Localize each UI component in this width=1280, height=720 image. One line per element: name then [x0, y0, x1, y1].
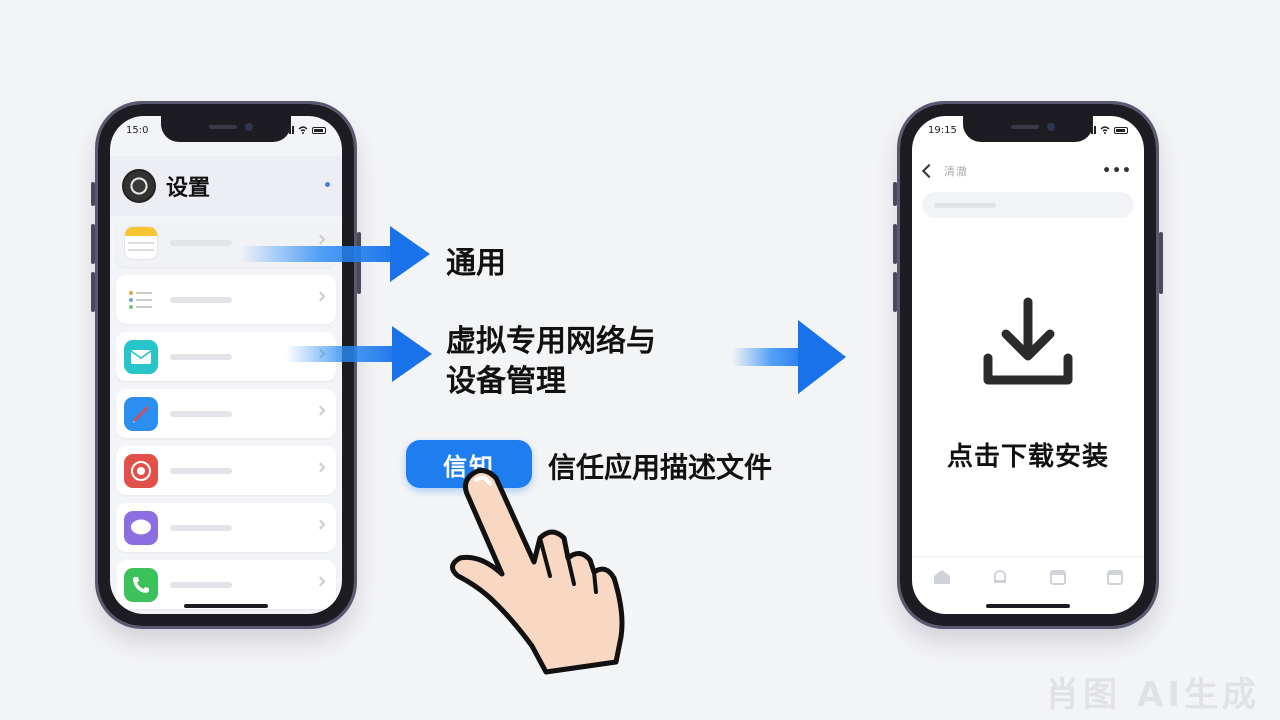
- side-button: [893, 272, 897, 312]
- step-trust-label: 信任应用描述文件: [548, 451, 773, 484]
- tab-bar: [912, 556, 1144, 596]
- download-area[interactable]: 点击下载安装: [912, 296, 1144, 473]
- gear-icon: [122, 169, 156, 203]
- download-caption: 点击下载安装: [946, 442, 1109, 472]
- box-icon[interactable]: [1106, 568, 1124, 586]
- row-placeholder: [170, 353, 232, 360]
- row-placeholder: [170, 581, 232, 588]
- app-circle-icon: [124, 453, 158, 488]
- home-icon[interactable]: [932, 568, 952, 586]
- side-button: [91, 182, 95, 206]
- download-icon: [983, 297, 1073, 385]
- right-phone-screen: 19:15 清澈 ••• 点击下载安装: [912, 116, 1144, 614]
- side-button: [91, 272, 95, 312]
- row-placeholder: [170, 296, 232, 303]
- status-time: 15:0: [126, 124, 149, 136]
- list-icon: [124, 282, 158, 317]
- settings-row-circle-app[interactable]: [116, 446, 336, 495]
- power-button: [357, 232, 361, 294]
- settings-title: 设置: [166, 176, 211, 201]
- chat-bubble-icon: [124, 510, 158, 545]
- side-button: [91, 224, 95, 264]
- row-placeholder: [170, 467, 232, 474]
- step-vpn-line2: 设备管理: [446, 364, 566, 399]
- notch: [963, 116, 1093, 142]
- row-placeholder: [170, 410, 232, 417]
- bell-icon[interactable]: [991, 568, 1009, 586]
- side-button: [893, 224, 897, 264]
- arrow-right-icon: [240, 226, 430, 282]
- watermark: 肖图 AI生成: [1045, 675, 1260, 715]
- arrow-right-icon: [286, 326, 432, 382]
- row-placeholder: [170, 524, 232, 531]
- step-general-label: 通用: [446, 246, 506, 281]
- row-placeholder: [170, 239, 232, 246]
- left-phone-screen: 15:0 设置: [110, 116, 342, 614]
- settings-list: [116, 218, 336, 614]
- settings-row-messages[interactable]: [116, 503, 336, 552]
- status-time: 19:15: [928, 124, 957, 136]
- edit-icon[interactable]: [325, 182, 330, 187]
- box-icon[interactable]: [1049, 568, 1067, 586]
- search-bar[interactable]: [922, 192, 1134, 218]
- home-indicator: [986, 604, 1070, 608]
- nav-bar: 清澈 •••: [912, 156, 1144, 186]
- left-phone: 15:0 设置: [91, 101, 361, 629]
- arrow-right-icon: [732, 320, 846, 394]
- status-bar: 19:15: [928, 122, 1128, 138]
- battery-icon: [312, 126, 326, 134]
- back-icon[interactable]: [921, 163, 937, 179]
- side-button: [893, 182, 897, 206]
- wifi-icon: [298, 126, 308, 134]
- pencil-icon: [124, 396, 158, 431]
- power-button: [1159, 232, 1163, 294]
- home-indicator: [184, 604, 268, 608]
- notch: [161, 116, 291, 142]
- nav-title: 清澈: [944, 165, 968, 178]
- settings-header: 设置: [110, 156, 342, 216]
- pointing-hand-icon: [450, 468, 625, 675]
- battery-icon: [1114, 126, 1128, 134]
- settings-row-reminders[interactable]: [116, 275, 336, 324]
- right-phone: 19:15 清澈 ••• 点击下载安装: [893, 101, 1163, 629]
- phone-icon: [124, 567, 158, 602]
- step-vpn-line1: 虚拟专用网络与: [446, 324, 656, 359]
- notes-icon: [124, 225, 158, 260]
- settings-row-pencil[interactable]: [116, 389, 336, 438]
- mail-icon: [124, 339, 158, 374]
- settings-row-phone[interactable]: [116, 560, 336, 609]
- step-vpn-device-label: 虚拟专用网络与 设备管理: [446, 322, 656, 402]
- more-icon[interactable]: •••: [1102, 163, 1132, 179]
- wifi-icon: [1100, 126, 1110, 134]
